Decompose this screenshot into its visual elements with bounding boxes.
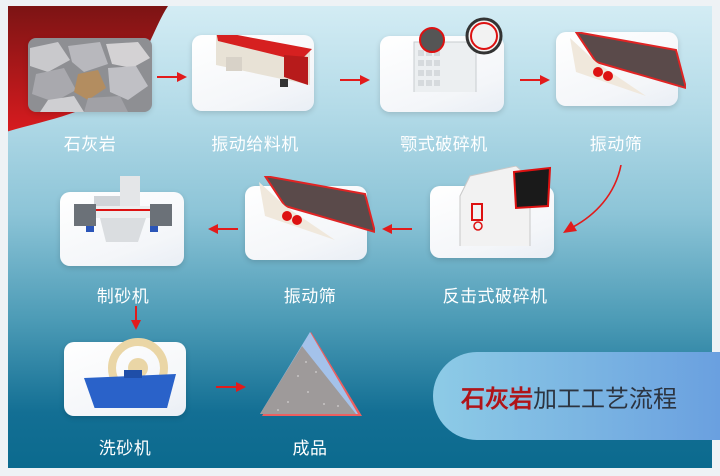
step-card-vibrating-feeder xyxy=(192,35,314,111)
step-label-jaw-crusher: 颚式破碎机 xyxy=(400,135,488,155)
arrow-down-icon xyxy=(131,306,141,330)
step-label-finished-product: 成品 xyxy=(292,439,328,459)
vibrating-screen-image xyxy=(570,32,686,96)
step-card-jaw-crusher xyxy=(380,17,504,112)
vibrating-screen-image xyxy=(259,176,375,240)
step-card-impact-crusher xyxy=(430,166,554,258)
arrow-right-icon xyxy=(157,72,187,82)
arrow-right-icon xyxy=(520,75,550,85)
step-label-sand-washing-machine: 洗砂机 xyxy=(98,439,152,459)
sand-making-machine-image xyxy=(74,176,172,242)
step-card-sand-making-machine xyxy=(60,176,184,266)
arrow-right-icon xyxy=(340,75,370,85)
step-label-vibrating-feeder: 振动给料机 xyxy=(211,135,299,155)
process-title-banner: 石灰岩加工工艺流程 xyxy=(433,352,720,440)
step-card-sand-washing-machine xyxy=(64,338,186,416)
step-label-vibrating-screen-1: 振动筛 xyxy=(589,135,643,155)
arrow-right-icon xyxy=(216,382,246,392)
arrow-curve-down-icon xyxy=(563,165,622,233)
step-label-vibrating-screen-2: 振动筛 xyxy=(283,287,337,307)
arrow-left-icon xyxy=(382,224,412,234)
jaw-crusher-image xyxy=(413,17,503,92)
step-label-impact-crusher: 反击式破碎机 xyxy=(442,287,548,307)
finished-sand-pile-image xyxy=(260,332,362,416)
step-label-limestone: 石灰岩 xyxy=(63,135,117,155)
title-accent-text: 石灰岩 xyxy=(461,384,533,413)
arrow-left-icon xyxy=(208,224,238,234)
step-card-limestone xyxy=(28,38,152,112)
vibrating-feeder-image xyxy=(216,35,312,87)
sand-washing-machine-image xyxy=(84,338,176,408)
limestone-rocks-image xyxy=(28,38,152,112)
step-card-vibrating-screen-2 xyxy=(245,176,375,260)
step-label-sand-making-machine: 制砂机 xyxy=(96,287,150,307)
step-card-vibrating-screen-1 xyxy=(556,32,686,106)
title-rest-text: 加工工艺流程 xyxy=(533,384,677,413)
impact-crusher-image xyxy=(459,166,552,246)
